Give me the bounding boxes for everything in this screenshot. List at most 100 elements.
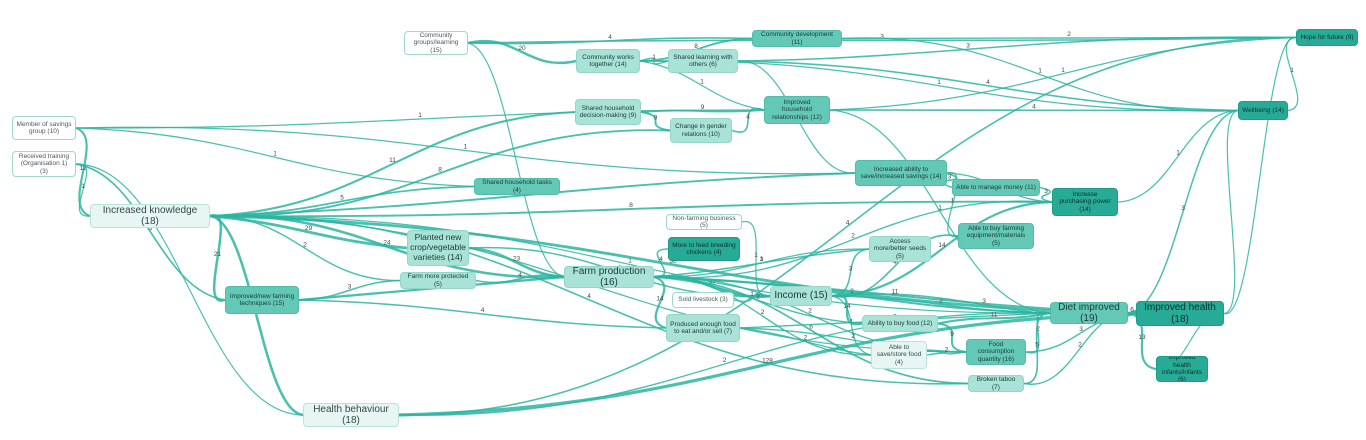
node-increased-savings[interactable]: Increased ability to save/increased savi… <box>855 160 947 186</box>
link-income-to-diet_improved <box>831 295 1051 314</box>
node-farm-more-protected[interactable]: Farm more protected (5) <box>400 272 476 289</box>
link-improved_household-to-hope_future <box>829 36 1297 111</box>
link-weight-label: 21 <box>214 251 222 258</box>
link-received_training-to-improved_farming <box>75 163 226 301</box>
link-ability_buy_food-to-food_consumption <box>937 322 967 353</box>
node-able-to-manage-money[interactable]: Able to manage money (11) <box>952 179 1040 196</box>
node-food-consumption-quantity[interactable]: Food consumption quantity (16) <box>966 339 1026 365</box>
node-able-to-save-store-food[interactable]: Able to save/store food (4) <box>871 341 927 369</box>
link-weight-label: 4 <box>659 256 663 263</box>
link-weight-label: 14 <box>656 296 664 303</box>
link-purchasing_power-to-wellbeing <box>1117 109 1239 203</box>
link-income-to-save_store_food <box>831 295 872 356</box>
link-weight-label: 9 <box>654 114 658 121</box>
link-member_savings-to-shared_tasks <box>75 127 475 188</box>
link-shared_decision-to-improved_household <box>640 109 765 113</box>
node-health-behaviour[interactable]: Health behaviour (18) <box>303 403 399 427</box>
link-weight-label: 4 <box>986 79 990 86</box>
link-weight-label: 1 <box>81 183 85 190</box>
node-community-development[interactable]: Community development (11) <box>752 30 842 47</box>
link-weight-label: 1 <box>273 150 277 157</box>
node-purchasing-power[interactable]: Increase purchasing power (14) <box>1052 188 1118 216</box>
node-broken-taboo[interactable]: Broken taboo (7) <box>968 375 1024 392</box>
link-weight-label: 1 <box>418 112 422 119</box>
node-change-gender-relations[interactable]: Change in gender relations (10) <box>670 118 732 143</box>
node-shared-household-tasks[interactable]: Shared household tasks (4) <box>474 178 560 195</box>
node-community-works[interactable]: Community works together (14) <box>576 49 640 73</box>
node-income[interactable]: Income (15) <box>770 286 832 306</box>
link-increased_knowledge-to-farm_protected <box>209 215 401 282</box>
link-change_gender-to-improved_household <box>731 107 765 133</box>
link-weight-label: 9 <box>701 104 705 111</box>
node-planted-new-varieties[interactable]: Planted new crop/vegetable varieties (14… <box>407 230 469 266</box>
node-diet-improved[interactable]: Diet improved (19) <box>1050 302 1128 324</box>
link-increased_knowledge-to-purchasing_power <box>209 200 1053 218</box>
node-produced-enough-food[interactable]: Produced enough food to eat and/or sell … <box>666 314 740 342</box>
link-member_savings-to-increased_knowledge <box>75 126 91 218</box>
link-weight-label: 20 <box>518 45 526 52</box>
link-diet_improved-to-improved_health_infants <box>1127 311 1157 371</box>
link-improved_health-to-wellbeing <box>1223 109 1239 315</box>
node-sold-livestock[interactable]: Sold livestock (3) <box>672 292 734 308</box>
node-farm-production[interactable]: Farm production (16) <box>564 266 654 288</box>
link-weight-label: 8 <box>629 202 633 209</box>
link-purchasing_power-to-farm_production <box>653 200 1053 279</box>
link-community_development-to-wellbeing <box>841 37 1239 112</box>
link-farm_production-to-enough_food <box>653 275 667 330</box>
node-wellbeing[interactable]: Wellbeing (14) <box>1238 101 1288 120</box>
link-income-to-access_seeds <box>831 248 870 297</box>
link-weight-label: 4 <box>608 34 612 41</box>
node-member-savings-group[interactable]: Member of savings group (10) <box>12 116 76 140</box>
link-weight-label: 9 <box>950 331 954 338</box>
link-weight-label: 2 <box>808 308 812 315</box>
link-increased_knowledge-to-shared_decision <box>209 110 576 218</box>
link-weight-label: 1 <box>700 79 704 86</box>
node-increased-knowledge[interactable]: Increased knowledge (18) <box>90 204 210 228</box>
link-broken_taboo-to-diet_improved <box>1023 312 1051 385</box>
link-weight-label: 14 <box>938 242 946 249</box>
node-shared-learning[interactable]: Shared learning with others (6) <box>668 49 738 73</box>
node-non-farming-business[interactable]: Non-farming business (5) <box>666 214 742 230</box>
link-non_farming-to-income <box>741 221 771 297</box>
link-weight-label: 1 <box>1038 68 1042 75</box>
link-weight-label: 4 <box>893 259 897 266</box>
link-weight-label: 2 <box>851 233 855 240</box>
link-farm_protected-to-farm_production <box>475 274 565 284</box>
link-weight-label: 5 <box>149 225 153 232</box>
link-weight-label: 6 <box>809 323 813 330</box>
node-improved-health[interactable]: Improved health (18) <box>1136 301 1224 326</box>
node-community-groups[interactable]: Community groups/learning (15) <box>404 31 468 55</box>
link-weight-label: 13 <box>1138 334 1146 341</box>
link-improved_farming-to-enough_food <box>298 299 667 329</box>
link-increased_knowledge-to-improved_farming <box>209 214 226 302</box>
link-weight-label: 3 <box>348 283 352 290</box>
link-weight-label: 14 <box>843 303 851 310</box>
link-weight-label: 2 <box>851 333 855 340</box>
link-farm_production-to-ability_buy_food <box>653 276 863 325</box>
node-shared-decision-making[interactable]: Shared household decision-making (9) <box>575 99 641 125</box>
link-increased_knowledge-to-improved_health <box>209 214 1137 315</box>
link-weight-label: 2 <box>1036 326 1040 333</box>
node-hope-for-future[interactable]: Hope for future (9) <box>1296 29 1358 46</box>
node-more-feed-breeding-chickens[interactable]: More to feed breeding chickens (4) <box>668 237 740 261</box>
link-weight-label: 1 <box>951 198 955 205</box>
node-able-to-buy-farming-equipment[interactable]: Able to buy farming equipment/materials … <box>958 223 1034 249</box>
link-weight-label: 1 <box>1176 149 1180 156</box>
link-weight-label: 11 <box>892 288 899 295</box>
node-ability-to-buy-food[interactable]: Ability to buy food (12) <box>862 315 938 332</box>
link-weight-label: 4 <box>481 307 485 314</box>
node-access-better-seeds[interactable]: Access more/better seeds (5) <box>869 236 931 262</box>
node-improved-household-relationships[interactable]: Improved household relationships (12) <box>764 96 830 124</box>
link-shared_learning-to-wellbeing <box>737 60 1239 112</box>
link-weight-label: 3 <box>849 266 853 273</box>
link-enough_food-to-food_consumption <box>739 327 967 353</box>
link-access_seeds-to-farm_production <box>653 248 870 278</box>
node-improved-farming-techniques[interactable]: Improved/new farming techniques (15) <box>225 286 299 314</box>
link-weight-label: 1 <box>1290 67 1294 74</box>
node-received-training[interactable]: Received training (Organisation 1) (3) <box>12 151 76 177</box>
link-farm_production-to-broken_taboo <box>653 276 969 385</box>
node-improved-health-infants[interactable]: Improved health infants/infants (6) <box>1156 356 1208 382</box>
link-community_groups-to-hope_future <box>467 36 1297 44</box>
link-community_groups-to-farm_production <box>467 42 565 278</box>
link-weight-label: 32 <box>708 280 716 287</box>
